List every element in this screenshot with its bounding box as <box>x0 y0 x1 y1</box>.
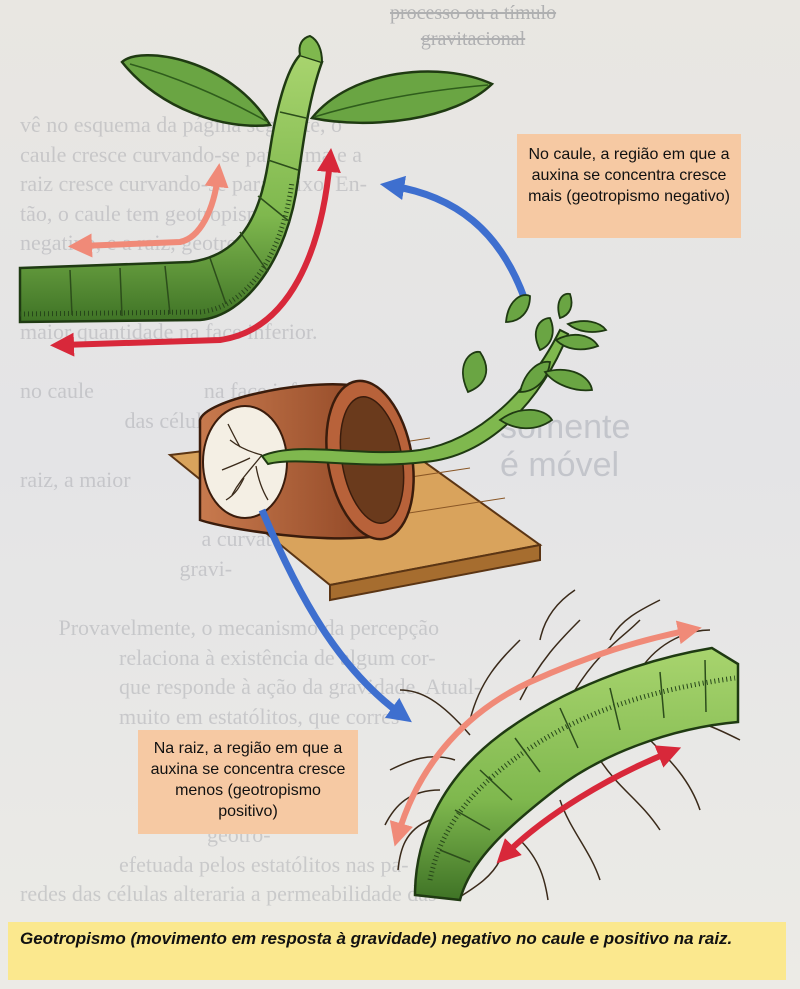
stem-pointer-arrow <box>379 175 529 302</box>
stem-upper-arrow <box>68 163 229 258</box>
stem-lower-arrow <box>50 148 341 357</box>
tipped-pot-plant <box>167 292 608 602</box>
stem-closeup <box>18 34 495 324</box>
root-auxin-note: Na raiz, a região em que a auxina se con… <box>138 730 358 834</box>
root-pointer-arrow <box>258 508 412 723</box>
figure-caption: Geotropismo (movimento em resposta à gra… <box>8 922 786 980</box>
root-closeup <box>384 589 741 902</box>
root-lower-arrow <box>496 745 682 864</box>
stem-auxin-note: No caule, a região em que a auxina se co… <box>517 134 741 238</box>
root-upper-arrow <box>389 620 702 847</box>
